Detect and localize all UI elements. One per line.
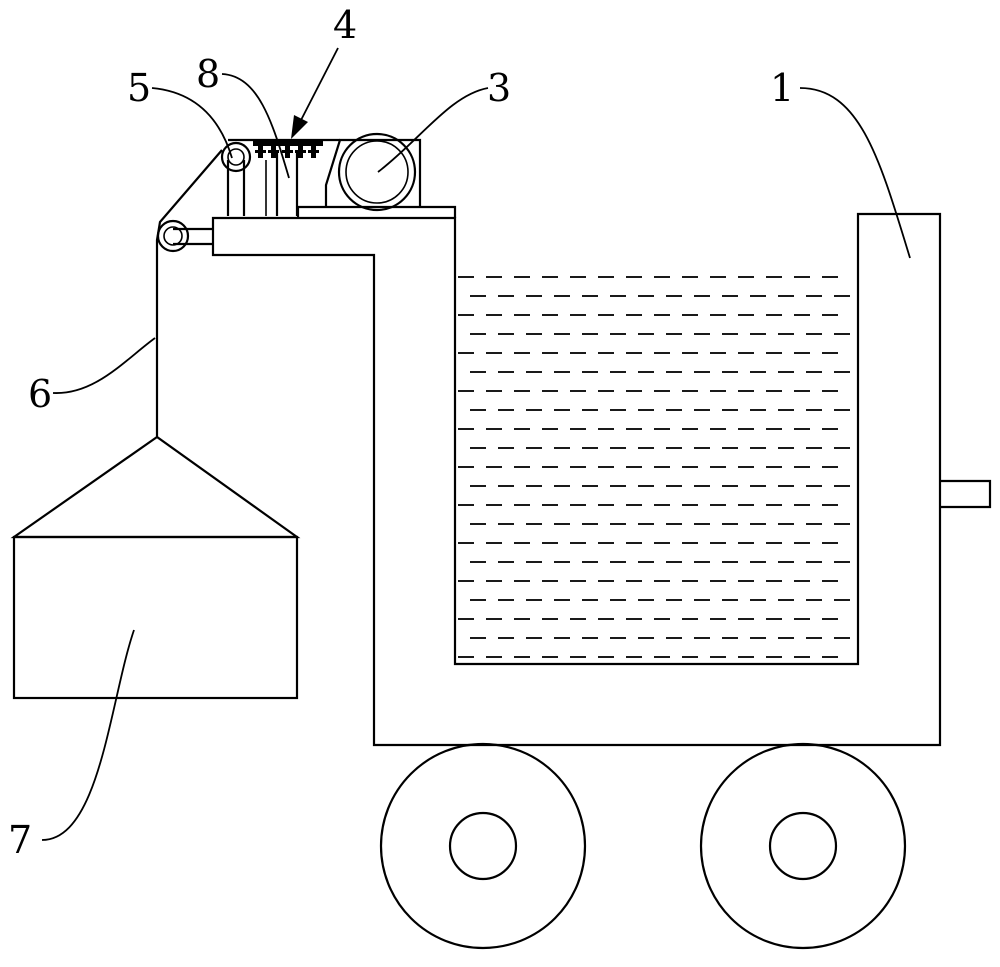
leader-8 [221,73,290,179]
leader-3 [377,87,489,173]
label-3: 3 [487,66,511,110]
water-fill [458,276,850,658]
elbow-ring-outer [220,141,252,173]
tank-body [211,212,942,747]
wheel-right [699,742,907,950]
collection-hood [10,435,301,539]
motor-rotor [345,140,409,204]
label-7: 7 [8,818,32,862]
pump-column [275,150,299,216]
wheel-right-hub [768,811,838,881]
leader-7 [41,629,135,841]
label-1: 1 [770,66,794,110]
collection-box [12,535,299,700]
leader-4 [298,47,339,125]
label-5: 5 [127,66,151,110]
hose [155,149,223,437]
wheel-left-hub [448,811,518,881]
leader-5 [151,87,233,159]
nozzle-cluster [253,141,323,158]
leader-6 [52,337,156,394]
label-8: 8 [196,52,220,96]
hose-ring-outer [156,219,190,253]
outlet-spout [940,479,992,509]
arrow-head-4 [291,115,308,139]
hose-connector [173,227,213,246]
label-4: 4 [333,3,357,47]
leader-1 [799,87,911,259]
wheel-left [379,742,587,950]
elbow-ring-inner [227,148,245,166]
tank-top-plate [296,205,457,218]
pipe-elbow [226,160,246,216]
label-6: 6 [28,372,52,416]
motor-casing [337,132,417,212]
